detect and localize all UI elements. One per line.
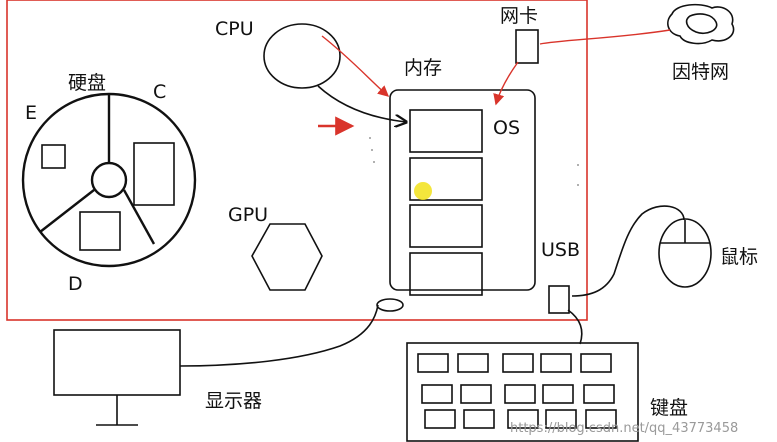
disk-partition-e	[41, 144, 66, 169]
cursor-highlight	[414, 182, 432, 200]
disk-label: 硬盘	[68, 72, 106, 94]
memory-shape	[389, 89, 536, 291]
keyboard-cable	[567, 309, 583, 345]
cpu-to-memory-red-arrow	[321, 35, 390, 97]
disk-partition-d	[79, 211, 121, 251]
usb-port	[548, 285, 570, 314]
memory-dots	[369, 137, 579, 186]
drive-d-label: D	[68, 273, 83, 295]
drive-e-label: E	[25, 102, 37, 124]
mouse-cable	[571, 205, 685, 297]
memory-slot-1	[409, 109, 483, 153]
internet-cloud	[667, 3, 735, 45]
os-label: OS	[493, 117, 520, 139]
cpu-shape	[263, 23, 341, 89]
drive-c-label: C	[153, 81, 166, 103]
keyboard-shape	[406, 342, 639, 442]
gpu-shape	[251, 223, 323, 291]
monitor-shape	[53, 329, 181, 396]
cpu-label: CPU	[215, 18, 254, 40]
memory-slot-2	[409, 157, 483, 201]
memory-label: 内存	[404, 57, 442, 79]
usb-label: USB	[541, 239, 580, 261]
mouse-label: 鼠标	[720, 246, 758, 268]
nic-label: 网卡	[500, 5, 538, 27]
mouse-shape	[658, 218, 712, 288]
monitor-cable	[179, 304, 379, 367]
cpu-to-memory-black-arrow	[317, 85, 406, 122]
keyboard-label: 键盘	[650, 397, 688, 419]
disk-partition-c	[133, 142, 175, 206]
disk-hub	[90, 161, 128, 199]
keyboard-keys	[417, 353, 617, 429]
video-port	[376, 298, 404, 312]
nic-shape	[515, 29, 539, 64]
watermark: https://blog.csdn.net/qq_43773458	[510, 421, 738, 436]
internet-to-nic-red-line	[539, 29, 671, 45]
computer-frame	[6, 0, 588, 321]
memory-slot-4	[409, 252, 483, 296]
disk-spoke-right	[122, 189, 156, 245]
nic-to-os-red-line	[493, 61, 519, 106]
gpu-label: GPU	[228, 204, 268, 226]
disk-spoke-left	[39, 189, 95, 233]
monitor-label: 显示器	[205, 390, 262, 412]
internet-cloud-inner	[685, 13, 718, 35]
internet-label: 因特网	[672, 61, 729, 83]
memory-slot-3	[409, 204, 483, 248]
